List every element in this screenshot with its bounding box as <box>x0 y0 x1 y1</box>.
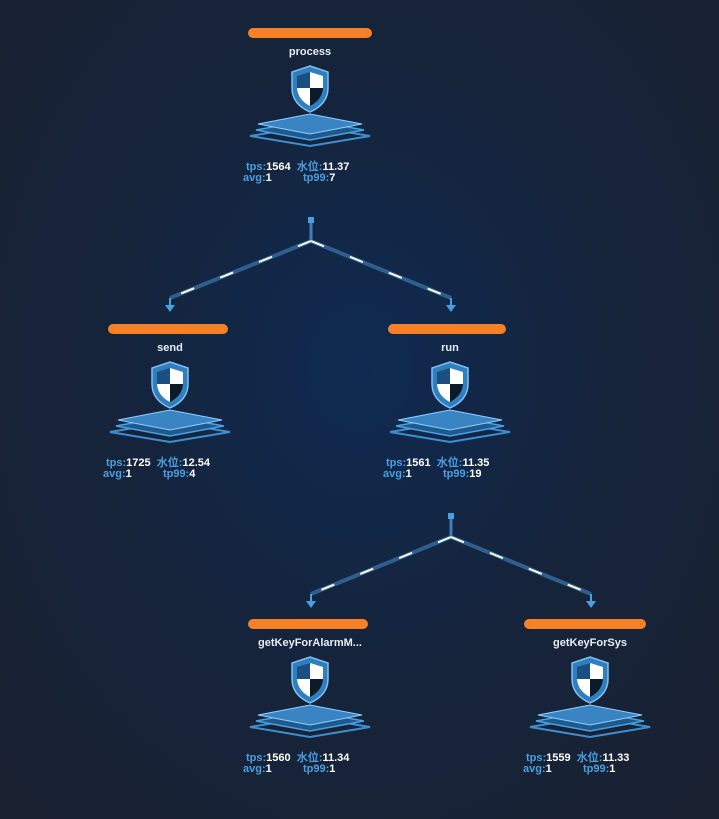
redacted-label <box>388 324 506 334</box>
tps-value: 1561 <box>406 457 431 469</box>
tp99-label: tp99: <box>303 763 330 775</box>
tp99-value: 19 <box>469 468 482 480</box>
level-value: 11.37 <box>322 161 350 173</box>
node-name: getKeyForAlarmM... <box>258 637 362 649</box>
level-value: 12.54 <box>182 457 210 469</box>
tps-value: 1559 <box>546 752 571 764</box>
avg-value: 1 <box>405 468 412 480</box>
junction-point <box>308 217 314 223</box>
level-label: 水位: <box>436 457 463 469</box>
junction-point <box>448 513 454 519</box>
level-value: 11.33 <box>602 752 630 764</box>
service-node-alarm[interactable]: getKeyForAlarmM... tps:1560 水位:11.34 avg… <box>230 619 390 779</box>
node-icon <box>90 354 250 449</box>
node-icon <box>230 649 390 744</box>
redacted-label <box>248 619 368 629</box>
avg-value: 1 <box>545 763 552 775</box>
avg-label: avg: <box>243 172 266 184</box>
tps-value: 1564 <box>266 161 291 173</box>
level-value: 11.34 <box>322 752 350 764</box>
service-node-send[interactable]: send tps:1725 水位:12.54 avg:1 tp99:4 <box>90 324 250 484</box>
server-stack-icon <box>389 361 511 444</box>
platform-layers <box>529 704 651 739</box>
tps-label: tps: <box>246 161 267 173</box>
arrowhead-icon <box>586 601 596 608</box>
avg-label: avg: <box>523 763 546 775</box>
avg-label: avg: <box>103 468 126 480</box>
arrowhead-icon <box>446 305 456 312</box>
tps-label: tps: <box>386 457 407 469</box>
link-process-run <box>310 239 452 300</box>
service-node-process[interactable]: process tps:1564 水位:11.37 avg:1 tp99:7 <box>230 28 390 188</box>
redacted-label <box>248 28 372 38</box>
link-run-sys <box>450 535 592 596</box>
node-icon <box>230 58 390 153</box>
avg-value: 1 <box>265 172 272 184</box>
tps-label: tps: <box>106 457 127 469</box>
tp99-value: 7 <box>329 172 336 184</box>
tp99-label: tp99: <box>303 172 330 184</box>
node-name: getKeyForSys <box>553 637 627 649</box>
platform-layers <box>109 409 231 444</box>
node-icon <box>510 649 670 744</box>
tp99-value: 4 <box>189 468 196 480</box>
arrowhead-icon <box>165 305 175 312</box>
tp99-label: tp99: <box>583 763 610 775</box>
avg-value: 1 <box>265 763 272 775</box>
redacted-label <box>524 619 646 629</box>
avg-label: avg: <box>243 763 266 775</box>
tp99-value: 1 <box>609 763 616 775</box>
node-name: run <box>441 342 459 354</box>
node-name: send <box>157 342 183 354</box>
service-node-sys[interactable]: getKeyForSys tps:1559 水位:11.33 avg:1 tp9 <box>510 619 670 779</box>
level-label: 水位: <box>296 752 323 764</box>
tps-value: 1725 <box>126 457 151 469</box>
shield-icon <box>151 361 189 409</box>
platform-layers <box>389 409 511 444</box>
link-flow-process-send <box>169 240 312 299</box>
link-run-alarm <box>310 535 452 596</box>
server-stack-icon <box>529 656 651 739</box>
node-icon <box>370 354 530 449</box>
redacted-label <box>108 324 228 334</box>
server-stack-icon <box>249 65 371 148</box>
service-node-run[interactable]: run tps:1561 水位:11.35 avg:1 tp99:19 <box>370 324 530 484</box>
shield-icon <box>571 656 609 704</box>
level-label: 水位: <box>576 752 603 764</box>
server-stack-icon <box>249 656 371 739</box>
tps-label: tps: <box>246 752 267 764</box>
platform-layers <box>249 704 371 739</box>
server-stack-icon <box>109 361 231 444</box>
platform-layers <box>249 113 371 148</box>
node-name: process <box>288 46 332 58</box>
tp99-label: tp99: <box>163 468 190 480</box>
shield-icon <box>431 361 469 409</box>
tp99-label: tp99: <box>443 468 470 480</box>
tps-value: 1560 <box>266 752 291 764</box>
level-label: 水位: <box>296 161 323 173</box>
avg-label: avg: <box>383 468 406 480</box>
level-value: 11.35 <box>462 457 490 469</box>
tps-label: tps: <box>526 752 547 764</box>
level-label: 水位: <box>156 457 183 469</box>
tp99-value: 1 <box>329 763 336 775</box>
arrowhead-icon <box>306 601 316 608</box>
shield-icon <box>291 65 329 113</box>
avg-value: 1 <box>125 468 132 480</box>
shield-icon <box>291 656 329 704</box>
